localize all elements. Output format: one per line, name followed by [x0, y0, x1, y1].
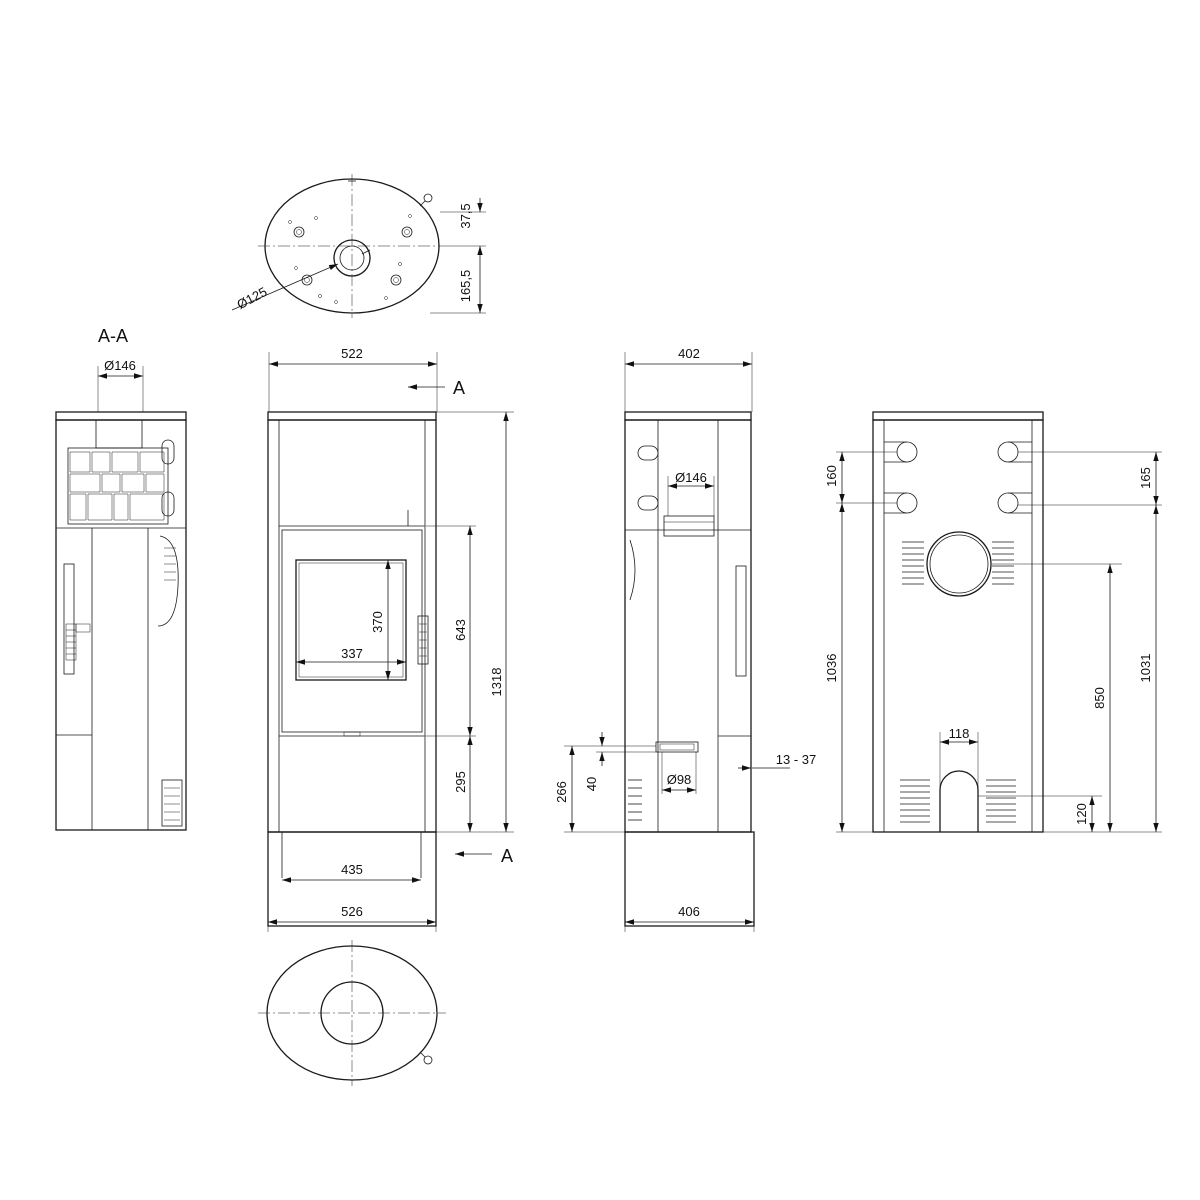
- front-base-width: 435: [341, 862, 363, 877]
- side-air-inlet-size: 40: [584, 777, 599, 791]
- front-height-total: 1318: [489, 668, 504, 697]
- front-width-top: 522: [341, 346, 363, 361]
- cut-mark-bottom: A: [501, 846, 513, 866]
- rear-flue-center-height: 850: [1092, 687, 1107, 709]
- rear-pipe-spacing-left: 160: [824, 465, 839, 487]
- side-air-inlet-diameter: Ø98: [667, 772, 692, 787]
- side-depth-bottom: 406: [678, 904, 700, 919]
- front-height-door: 643: [453, 619, 468, 641]
- bottom-view: [258, 940, 446, 1086]
- side-view: 402 Ø146 266 40 Ø98 13 -: [554, 346, 816, 932]
- front-window-width: 337: [341, 646, 363, 661]
- front-width-bottom: 526: [341, 904, 363, 919]
- rear-vent-upper-right: [992, 541, 1014, 585]
- section-label: A-A: [98, 326, 128, 346]
- rear-vent-lower-right: [986, 779, 1016, 823]
- top-view-flue-diameter: Ø125: [234, 284, 269, 312]
- side-outlet-diameter: Ø146: [675, 470, 707, 485]
- top-view: Ø125 37,5 165,5: [231, 174, 486, 318]
- rear-pipe-spacing-right: 165: [1138, 467, 1153, 489]
- top-view-dim-37-5: 37,5: [458, 203, 473, 228]
- rear-vent-upper-left: [902, 541, 924, 585]
- rear-inlet-height: 120: [1074, 803, 1089, 825]
- section-view: A-A Ø146: [55, 326, 187, 831]
- cut-mark-top: A: [453, 378, 465, 398]
- rear-vent-lower-left: [900, 779, 930, 823]
- front-view: 522 A 435 526 337 370: [267, 346, 514, 932]
- side-wall-offset: 13 - 37: [776, 752, 816, 767]
- section-outlet-diameter: Ø146: [104, 358, 136, 373]
- front-height-lower: 295: [453, 771, 468, 793]
- rear-height-right: 1031: [1138, 654, 1153, 683]
- front-window-height: 370: [370, 611, 385, 633]
- rear-view: 118 160 1036 165 1031 850 120: [824, 411, 1162, 833]
- top-view-dim-165-5: 165,5: [458, 270, 473, 303]
- rear-inlet-width: 118: [949, 726, 970, 741]
- side-air-inlet-height: 266: [554, 781, 569, 803]
- rear-height-left: 1036: [824, 654, 839, 683]
- side-depth-top: 402: [678, 346, 700, 361]
